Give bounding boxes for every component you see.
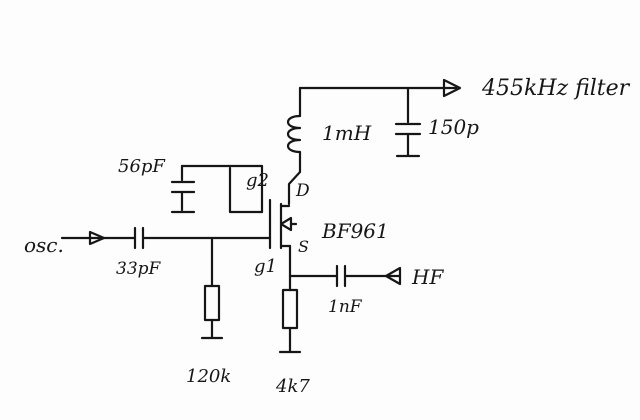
mosfet-arrow [279, 216, 293, 232]
hf-cap-label: 1nF [328, 297, 363, 317]
g2-label: g2 [246, 170, 269, 191]
hf-label: HF [411, 265, 444, 289]
source-label: S [298, 237, 309, 256]
output-arrow [442, 78, 462, 98]
inductor-label: 1mH [322, 121, 372, 145]
gate-resistor-label: 120k [186, 366, 231, 387]
osc-label: osc. [24, 233, 64, 257]
inductor-1mh [286, 114, 302, 154]
hf-arrow [384, 266, 402, 286]
g1-label: g1 [254, 256, 277, 277]
gate-resistor-120k [203, 284, 221, 322]
g2-bias-wire [228, 166, 264, 214]
transistor-label: BF961 [321, 219, 389, 243]
tank-cap-label: 150p [428, 115, 479, 139]
g2-cap-label: 56pF [118, 156, 166, 177]
source-resistor-4k7 [281, 288, 299, 330]
output-label: 455kHz filter [481, 76, 631, 101]
drain-wire [287, 150, 302, 206]
source-resistor-label: 4k7 [275, 376, 310, 397]
input-cap-label: 33pF [116, 259, 162, 279]
drain-label: D [295, 181, 310, 201]
